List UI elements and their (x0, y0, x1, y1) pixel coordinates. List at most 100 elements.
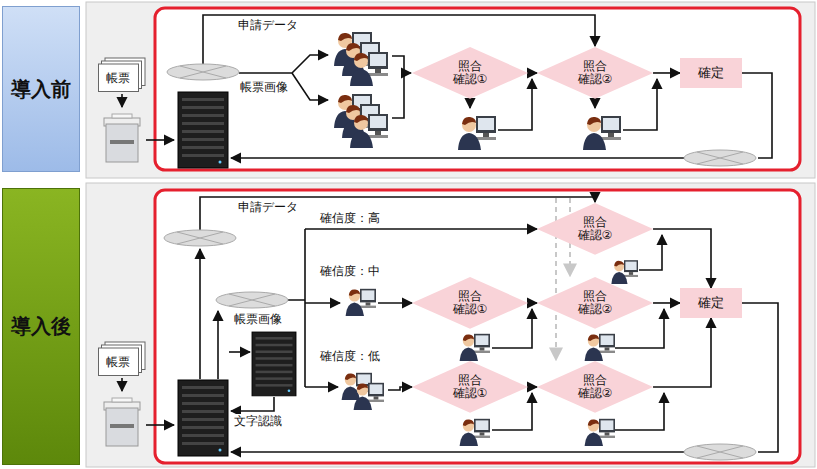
database-icon (167, 64, 239, 80)
process-box: 確定 (680, 288, 742, 318)
flow-arrow (121, 378, 123, 391)
decision-diamond: 照合 確認② (537, 47, 653, 99)
illustration (252, 332, 296, 396)
flow-arrow (623, 79, 657, 130)
flow-arrow (305, 386, 338, 388)
flow-label: 確信度：高 (318, 211, 382, 225)
flow-label: 文字認識 (232, 414, 284, 428)
node-text: 照合 確認② (575, 60, 615, 86)
decision-diamond: 照合 確認① (412, 47, 528, 99)
illustration (460, 334, 490, 361)
flow-connector (653, 229, 711, 288)
flow-arrow (305, 302, 340, 304)
database-icon (216, 292, 288, 308)
panel (86, 183, 815, 467)
flow-connector (528, 72, 537, 74)
document-icon: 帳票 (98, 58, 146, 92)
database-icon (684, 150, 756, 166)
illustration (350, 114, 388, 148)
database-icon (684, 150, 756, 166)
decision-diamond: 照合 確認① (412, 361, 528, 413)
flow-arrow (146, 424, 174, 426)
node-text: 照合 確認① (450, 290, 490, 316)
diamond-outline (537, 203, 653, 255)
database-icon (164, 230, 236, 246)
database-icon (177, 232, 223, 244)
flow-connector (653, 72, 680, 74)
illustration (585, 419, 615, 446)
database-icon (216, 292, 288, 308)
flow-connector (653, 302, 680, 304)
flow-arrow (231, 397, 274, 411)
document-outline (99, 348, 139, 376)
node-text: 導入後 (11, 313, 71, 340)
system-boundary (155, 190, 800, 463)
flow-arrow (199, 249, 201, 379)
illustration (611, 260, 638, 284)
document-icon: 帳票 (98, 342, 146, 376)
illustration (460, 419, 490, 446)
flow-arrow (388, 387, 412, 390)
node-text: 帳票 (106, 354, 130, 371)
node-text: 帳票 (106, 70, 130, 87)
illustration (354, 383, 384, 410)
flow-arrow (239, 55, 328, 73)
illustration (178, 92, 228, 168)
flow-label: 申請データ (236, 200, 300, 214)
document-outline (99, 64, 139, 92)
decision-diamond: 照合 確認② (537, 203, 653, 255)
flow-connector (528, 386, 537, 388)
flow-arrow (305, 228, 537, 230)
flow-arrow (292, 73, 328, 100)
flow-arrow (231, 451, 684, 453)
illustration (346, 289, 376, 316)
flow-label: 確信度：中 (318, 264, 382, 278)
diamond-outline (537, 361, 653, 413)
node-text: 照合 確認② (575, 374, 615, 400)
database-icon (164, 230, 236, 246)
illustration (104, 398, 140, 446)
node-text: 照合 確認① (450, 60, 490, 86)
database-icon (180, 66, 226, 78)
node-text: 確定 (698, 64, 724, 82)
flow-arrow (231, 157, 684, 159)
decision-diamond: 照合 確認② (537, 277, 653, 329)
flow-arrow (392, 56, 411, 73)
database-icon (684, 444, 756, 460)
illustration (104, 114, 140, 162)
illustration (350, 52, 388, 86)
database-icon (697, 446, 743, 458)
node-text: 照合 確認② (575, 290, 615, 316)
section-label: 導入後 (2, 188, 80, 465)
system-boundary (155, 8, 800, 170)
flow-arrow (639, 235, 662, 270)
flow-arrow (121, 94, 123, 107)
flow-arrow (742, 73, 772, 158)
flow-arrow (217, 311, 219, 379)
decision-diamond: 照合 確認② (537, 361, 653, 413)
illustration (585, 334, 615, 361)
flow-arrow (594, 99, 596, 108)
diamond-outline (537, 277, 653, 329)
flow-arrow (469, 99, 471, 108)
flow-connector (653, 318, 711, 387)
database-icon (697, 152, 743, 164)
flow-arrow (200, 197, 595, 230)
flow-label: 帳票画像 (238, 80, 290, 94)
panel (86, 2, 815, 178)
node-text: 導入前 (11, 76, 71, 103)
illustration (583, 116, 621, 150)
flow-arrow (498, 79, 532, 130)
diamond-outline (412, 277, 528, 329)
illustration (458, 116, 496, 150)
diamond-outline (412, 47, 528, 99)
section-label: 導入前 (2, 6, 80, 172)
database-icon (167, 64, 239, 80)
flow-arrow (392, 73, 404, 118)
node-text: 照合 確認② (575, 216, 615, 242)
database-icon (684, 444, 756, 460)
database-icon (229, 294, 275, 306)
flow-arrow (378, 302, 412, 304)
flow-label: 帳票画像 (232, 312, 284, 326)
